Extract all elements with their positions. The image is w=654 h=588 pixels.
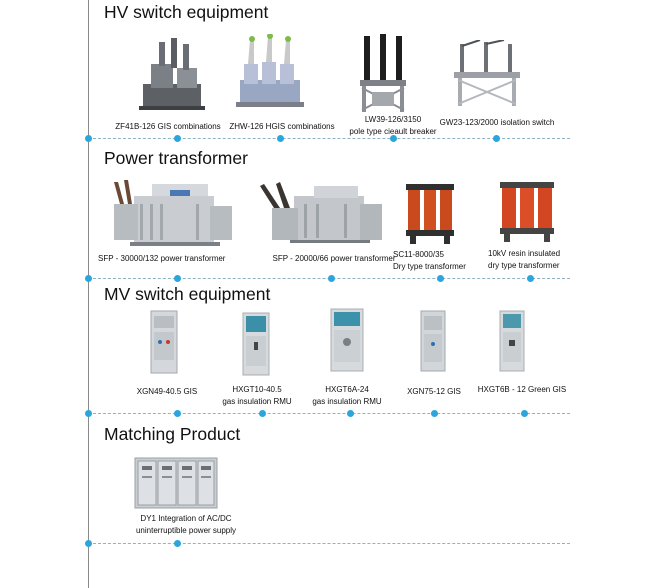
caption-sc11: SC11-8000/35 Dry type transformer [393, 250, 466, 271]
timeline-node [174, 410, 181, 417]
timeline-node [431, 410, 438, 417]
timeline-node [174, 135, 181, 142]
timeline-node [259, 410, 266, 417]
isolation-switch-icon [450, 40, 530, 110]
mv-cabinet-icon [420, 310, 446, 372]
timeline-node [277, 135, 284, 142]
caption-10kv-resin: 10kV resin insulated dry type transforme… [488, 249, 561, 270]
mv-cabinet-icon [150, 310, 178, 374]
rmu-cabinet-icon [242, 312, 270, 376]
caption-dy1: DY1 Integration of AC/DC uninterruptible… [135, 514, 237, 535]
caption-hxgt6a: HXGT6A-24 gas insulation RMU [312, 385, 382, 406]
ups-cabinet-icon [134, 456, 218, 510]
resin-transformer-icon [498, 180, 556, 244]
power-transformer-icon [100, 180, 240, 248]
section-title-mv-switch: MV switch equipment [104, 284, 271, 304]
section-divider [88, 543, 570, 544]
timeline-node [493, 135, 500, 142]
green-gis-cabinet-icon [499, 310, 525, 372]
power-transformer-icon [254, 182, 390, 244]
caption-zf41b: ZF41B-126 GIS combinations [115, 122, 221, 131]
timeline-node [437, 275, 444, 282]
caption-xgn75: XGN75-12 GIS [407, 387, 461, 396]
timeline-node [85, 275, 92, 282]
timeline-node [85, 540, 92, 547]
section-title-matching-product: Matching Product [104, 424, 241, 444]
caption-gw23: GW23-123/2000 isolation switch [439, 118, 555, 127]
dry-type-transformer-icon [404, 180, 456, 246]
section-title-power-transformer: Power transformer [104, 148, 248, 168]
section-title-hv-switch: HV switch equipment [104, 2, 269, 22]
caption-zhw126: ZHW-126 HGIS combinations [229, 122, 335, 131]
timeline-node [527, 275, 534, 282]
timeline-node [521, 410, 528, 417]
timeline-node [174, 540, 181, 547]
caption-xgn49: XGN49-40.5 GIS [136, 387, 198, 396]
gis-switchgear-icon [135, 34, 210, 114]
section-divider [88, 413, 570, 414]
caption-hxgt6b: HXGT6B - 12 Green GIS [477, 385, 567, 394]
timeline-node [85, 410, 92, 417]
caption-sfp20000: SFP - 20000/66 power transformer [272, 254, 396, 263]
timeline-node [347, 410, 354, 417]
caption-lw39: LW39-126/3150 pole type cieault breaker [349, 115, 437, 136]
timeline-line [88, 0, 89, 588]
timeline-node [390, 135, 397, 142]
caption-hxgt10: HXGT10-40.5 gas insulation RMU [222, 385, 292, 406]
hgis-switchgear-icon [230, 34, 310, 114]
rmu-cabinet-icon [330, 308, 364, 372]
timeline-node [328, 275, 335, 282]
timeline-node [85, 135, 92, 142]
caption-sfp30000: SFP - 30000/132 power transformer [98, 254, 226, 263]
timeline-node [174, 275, 181, 282]
section-divider [88, 138, 570, 139]
pole-circuit-breaker-icon [356, 32, 412, 114]
